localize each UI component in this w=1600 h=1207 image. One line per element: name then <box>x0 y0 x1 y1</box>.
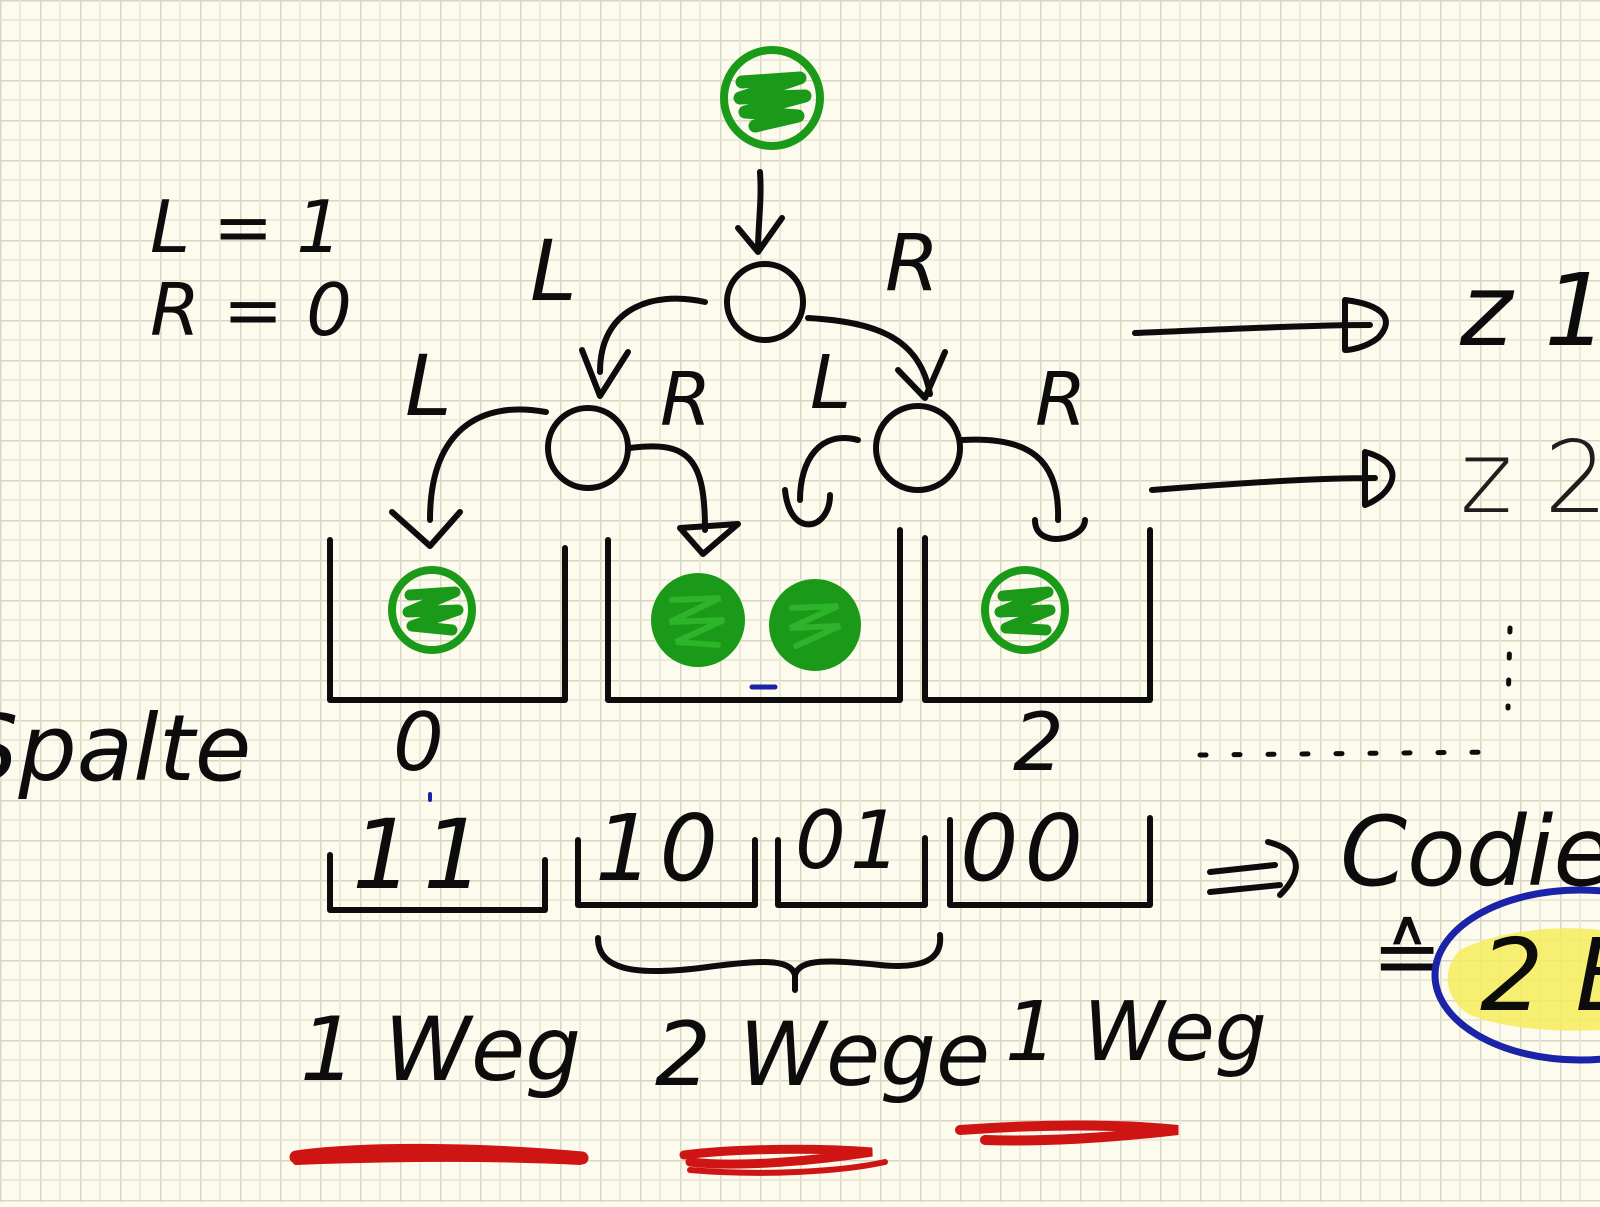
bin2-ball <box>981 566 1069 654</box>
code-01: 01 <box>795 794 905 887</box>
bin0-ball <box>388 566 476 654</box>
label-z1: z 1 <box>1459 252 1600 369</box>
code-box-00 <box>947 815 1153 908</box>
legend-right-eq: R = 0 <box>150 268 352 352</box>
code-10: 10 <box>595 795 724 902</box>
lr-edge <box>627 443 741 557</box>
bin1-ball-a <box>651 573 745 667</box>
bin-1 <box>605 527 903 703</box>
path-count-middle: 2 Wege <box>655 1003 990 1106</box>
left-sub-left-label: L <box>405 337 452 435</box>
right-sub-right-label: R <box>1035 357 1086 443</box>
middle-brace <box>595 932 944 993</box>
root-left-edge <box>579 295 708 399</box>
underline-first <box>289 1143 589 1165</box>
rl-edge <box>782 435 861 528</box>
left-sub-right-label: R <box>660 357 711 443</box>
right-sub-left-label: L <box>810 340 851 426</box>
path-count-last: 1 Weg <box>1005 985 1267 1080</box>
right-subtree-node <box>873 403 963 493</box>
bin-label-0: 0 <box>393 696 444 789</box>
left-cut-word: Spalte <box>0 695 251 802</box>
arrow-z2 <box>1149 449 1396 508</box>
code-box-11 <box>327 852 548 913</box>
legend-left-eq: L = 1 <box>150 185 342 269</box>
code-00: 00 <box>960 795 1089 902</box>
root-right-label: R <box>885 219 939 309</box>
root-right-edge <box>805 315 948 401</box>
label-z2: z 2 <box>1460 419 1600 536</box>
bin1-ball-b <box>769 579 861 671</box>
highlight <box>1447 928 1600 1031</box>
arrow-z1 <box>1132 297 1389 353</box>
drop-arrow <box>735 169 785 255</box>
underline-middle <box>679 1144 873 1169</box>
blue-ellipse <box>1431 886 1600 1064</box>
code-11: 11 <box>352 799 494 911</box>
underline-last <box>955 1120 1179 1146</box>
arrow-code <box>1207 839 1299 898</box>
bin-2 <box>922 527 1153 703</box>
ll-edge <box>389 406 549 549</box>
bin-0 <box>327 537 568 703</box>
root-left-label: L <box>530 222 577 320</box>
rr-edge <box>959 436 1088 542</box>
note-symbol: ≙ <box>1372 907 1442 1005</box>
root-node <box>724 261 806 343</box>
path-count-first: 1 Weg <box>300 998 581 1101</box>
bin-label-2: 2 <box>1013 696 1064 789</box>
code-box-01 <box>775 835 928 908</box>
source-ball <box>720 46 824 150</box>
highlight-text: 2 B <box>1480 917 1600 1034</box>
code-box-10 <box>575 837 758 908</box>
